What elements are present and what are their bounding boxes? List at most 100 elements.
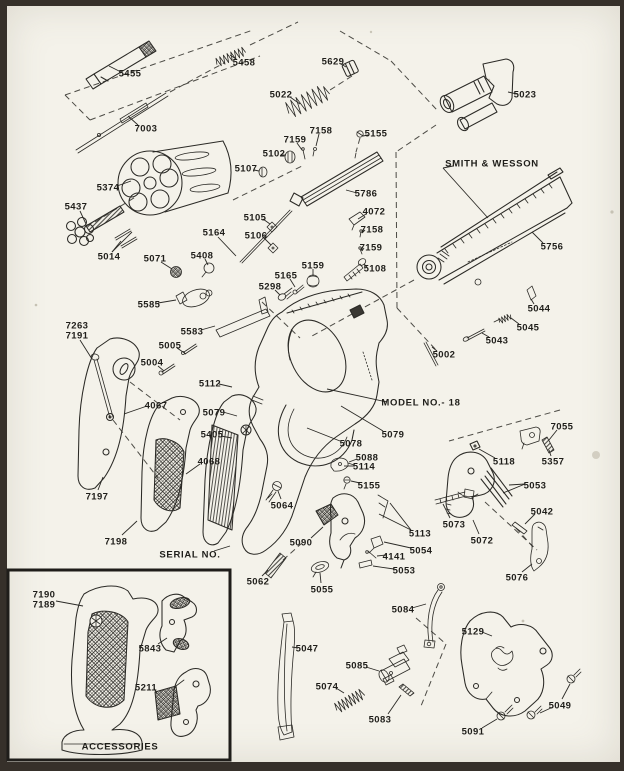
leader-line	[372, 565, 395, 570]
part-label-7197: 7197	[86, 492, 109, 503]
assembly-guide-line	[420, 643, 447, 707]
accessory-target-trigger-part	[154, 667, 211, 737]
leader-line	[310, 526, 324, 539]
grip-panel-front-part	[202, 394, 257, 546]
leader-line	[108, 65, 122, 73]
part-label-7158: 7158	[361, 225, 384, 236]
part-label-5107: 5107	[235, 164, 258, 175]
part-label-serial-no-: SERIAL NO.	[159, 550, 220, 561]
part-label-5002: 5002	[433, 350, 456, 361]
leader-line	[431, 346, 438, 352]
leader-line	[289, 278, 296, 288]
part-label-5374: 5374	[97, 183, 120, 194]
assembly-guide-line	[415, 617, 447, 645]
part-label-5108: 5108	[364, 264, 387, 275]
part-label-5585: 5585	[138, 300, 161, 311]
part-label-5408: 5408	[191, 251, 214, 262]
part-label-5165: 5165	[275, 271, 298, 282]
part-label-5583: 5583	[181, 327, 204, 338]
barrel-pins-parts	[423, 285, 537, 367]
leader-line	[157, 637, 168, 645]
trigger-part	[445, 440, 513, 518]
sight-slide-parts	[519, 426, 555, 454]
assembly-guide-line	[395, 124, 437, 153]
bar-lever-part	[423, 583, 445, 649]
part-label-5088: 5088	[356, 453, 379, 464]
assembly-guide-line	[448, 409, 561, 442]
sight-small-parts	[258, 130, 364, 178]
part-label-5155: 5155	[358, 481, 381, 492]
assembly-guide-line	[89, 55, 261, 121]
part-label-4068: 4068	[198, 457, 221, 468]
part-label-7198: 7198	[105, 537, 128, 548]
leader-line	[315, 133, 320, 147]
assembly-guide-line	[339, 30, 392, 62]
part-label-5155: 5155	[365, 129, 388, 140]
barrel-part	[416, 167, 573, 286]
rebound-parts	[378, 644, 415, 697]
part-label-5102: 5102	[263, 149, 286, 160]
leader-line	[361, 247, 365, 252]
assembly-guide-line	[355, 137, 361, 153]
part-label-5114: 5114	[353, 462, 376, 473]
assembly-guide-line	[169, 62, 225, 93]
leader-line	[306, 427, 341, 442]
part-label-5053: 5053	[393, 566, 416, 577]
part-label-4067: 4067	[145, 401, 168, 412]
part-label-5085: 5085	[346, 661, 369, 672]
assembly-guide-line	[515, 527, 534, 548]
part-label-5843: 5843	[139, 644, 162, 655]
strain-screw-part	[341, 59, 359, 77]
assembly-guide-line	[112, 419, 159, 479]
leader-line	[263, 237, 272, 246]
part-label-5022: 5022	[270, 90, 293, 101]
part-label-5049: 5049	[549, 701, 572, 712]
part-label-5455: 5455	[119, 69, 142, 80]
mainspring-part	[285, 86, 330, 117]
part-label-5113: 5113	[409, 529, 431, 540]
leader-line	[127, 115, 139, 126]
accessory-target-grip-part	[61, 585, 159, 756]
rod-spring-part	[215, 46, 246, 67]
cylinder-part	[117, 140, 232, 216]
part-label-7055: 7055	[551, 422, 574, 433]
leader-line	[204, 258, 209, 266]
part-label-5079: 5079	[203, 408, 226, 419]
extractor-part	[65, 205, 125, 247]
part-label-5078: 5078	[340, 439, 363, 450]
part-label-5118: 5118	[493, 457, 515, 468]
hammer-part	[315, 493, 366, 569]
leader-line	[411, 603, 427, 609]
leader-line	[222, 411, 238, 417]
part-label-5014: 5014	[98, 252, 121, 263]
scan-specks	[34, 30, 614, 623]
leader-line	[289, 96, 301, 105]
leader-line	[213, 545, 231, 552]
leader-line	[530, 298, 535, 305]
part-label-5071: 5071	[144, 254, 167, 265]
leader-line	[362, 134, 369, 137]
part-label-5054: 5054	[410, 546, 433, 557]
accessory-target-hammer-part	[159, 593, 198, 653]
leader-line	[319, 572, 322, 584]
part-label-5405: 5405	[201, 430, 224, 441]
assembly-guide-line	[64, 94, 91, 121]
rear-sight-leaf-part	[289, 151, 384, 207]
center-pin-part	[75, 92, 169, 154]
leader-line	[121, 520, 138, 536]
leader-line	[376, 554, 387, 557]
leader-line	[262, 218, 271, 225]
leader-line	[383, 541, 412, 549]
part-label-5090: 5090	[290, 538, 313, 549]
part-label-5055: 5055	[311, 585, 334, 596]
leader-line	[531, 231, 544, 244]
leader-line	[217, 236, 237, 257]
grip-panel-right-part	[140, 395, 200, 532]
part-label-4141: 4141	[383, 552, 406, 563]
leader-line	[261, 569, 269, 577]
part-label-5129: 5129	[462, 627, 485, 638]
part-label-7159: 7159	[284, 135, 307, 146]
leader-line	[357, 213, 367, 220]
